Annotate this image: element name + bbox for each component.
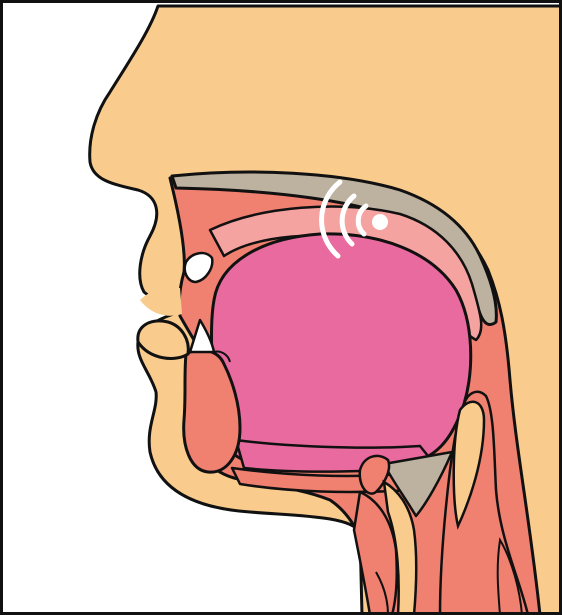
sound-source-dot xyxy=(372,214,388,230)
tongue xyxy=(212,234,471,470)
